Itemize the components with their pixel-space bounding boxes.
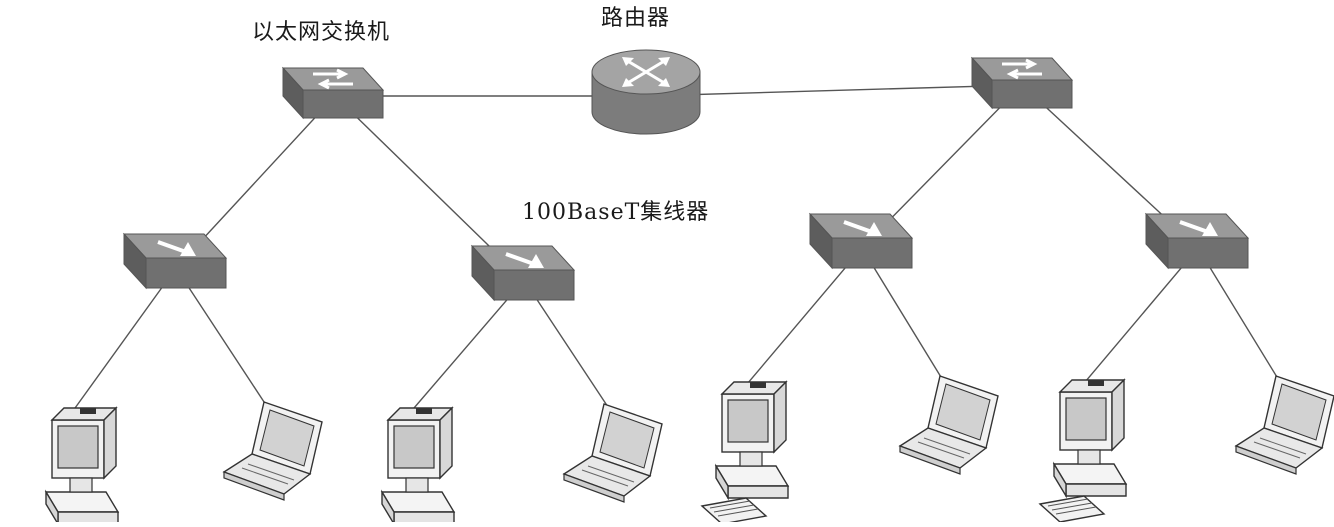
switch-left-icon (281, 66, 385, 120)
link-hub-2-desktop-2 (407, 279, 525, 416)
switch-right-icon (970, 56, 1074, 110)
hub-3-icon (808, 212, 914, 270)
link-hub-2-laptop-2 (523, 279, 611, 411)
link-hub-1-desktop-1 (69, 267, 177, 416)
laptop-2-icon (563, 403, 663, 503)
link-hub-3-laptop-3 (861, 247, 945, 383)
network-nodes (31, 49, 1334, 527)
hub-4-icon (1144, 212, 1250, 270)
link-hub-4-desktop-4 (1079, 247, 1199, 389)
link-router-1-switch-right (644, 84, 1023, 97)
laptop-3-icon (899, 375, 999, 475)
link-hub-1-laptop-1 (175, 267, 269, 409)
link-hub-3-desktop-3 (741, 247, 863, 391)
router-icon (591, 49, 701, 135)
ethernet-switch-label: 以太网交换机 (252, 20, 391, 45)
desktop-4-icon (1039, 379, 1127, 523)
desktop-2-icon (367, 407, 455, 527)
laptop-1-icon (223, 401, 323, 501)
desktop-1-icon (31, 407, 119, 527)
hub-label: 100BaseT集线器 (522, 200, 710, 225)
hub-2-icon (470, 244, 576, 302)
network-links (69, 84, 1281, 416)
hub-1-icon (122, 232, 228, 290)
laptop-4-icon (1235, 375, 1334, 475)
desktop-3-icon (701, 381, 789, 525)
router-label: 路由器 (601, 6, 671, 31)
link-hub-4-laptop-4 (1197, 247, 1281, 383)
